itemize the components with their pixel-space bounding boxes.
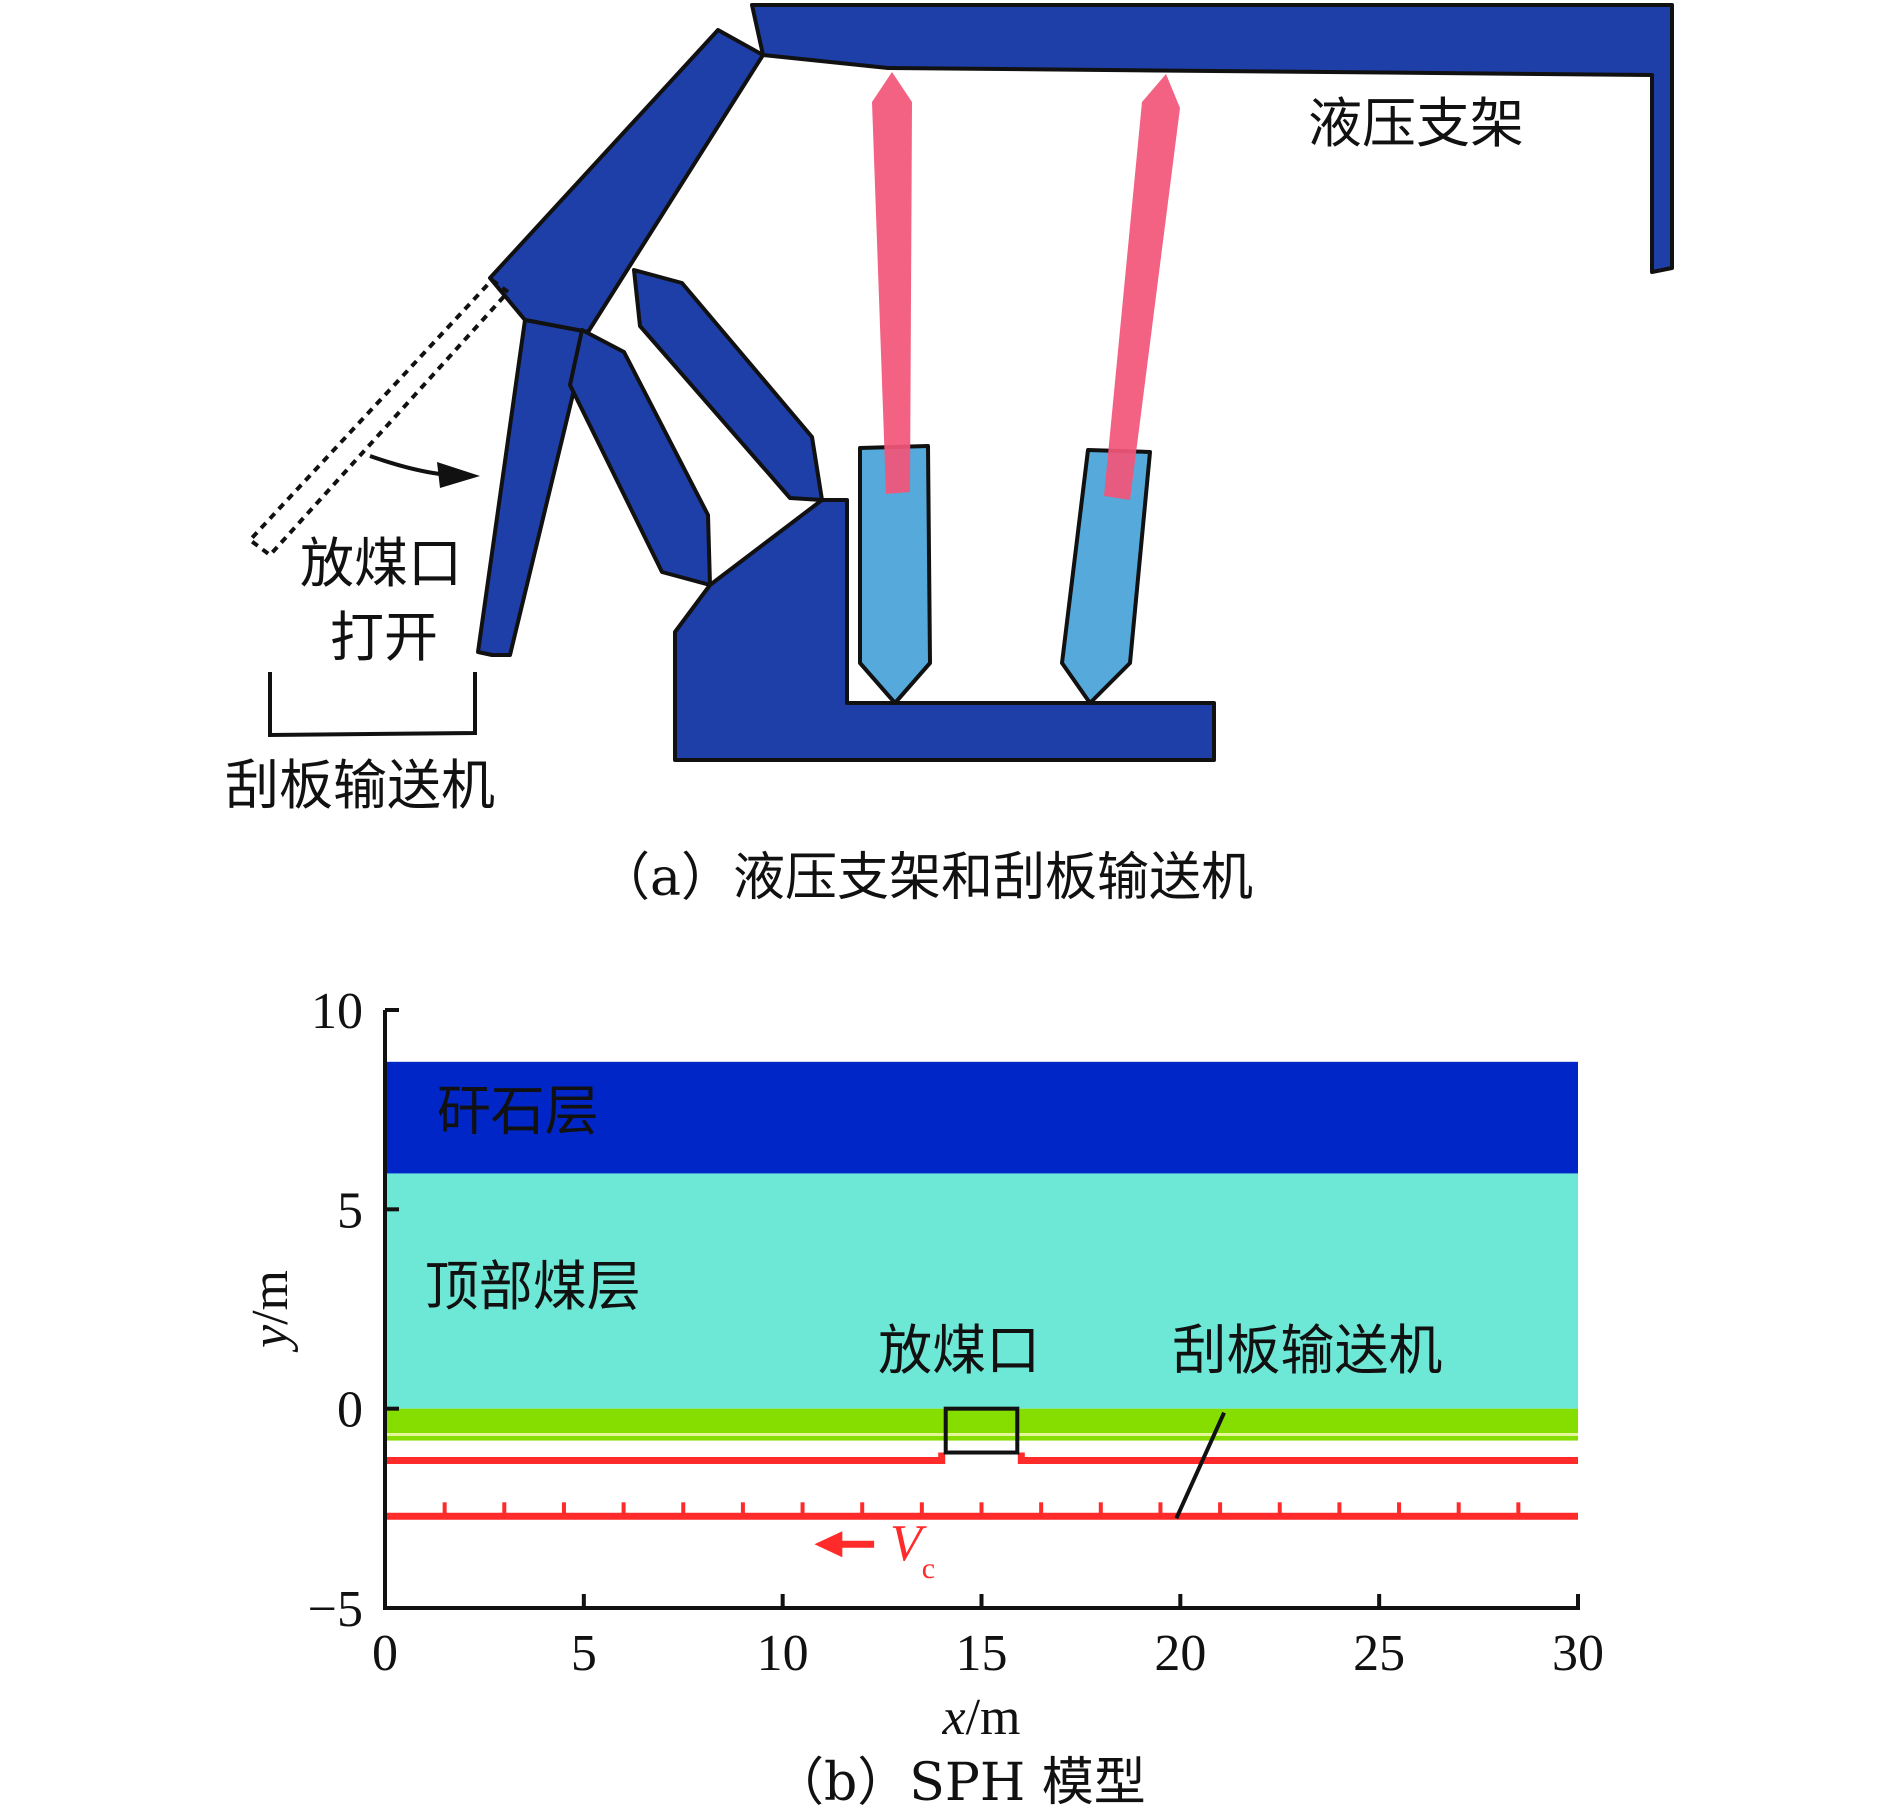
x-tick-label: 20 (1154, 1625, 1206, 1682)
label-hydraulic-support: 液压支架 (1308, 92, 1524, 155)
velocity-arrow (814, 1531, 875, 1558)
label-gangue-layer: 矸石层 (437, 1080, 599, 1143)
conveyor-upper-line (385, 1452, 1578, 1464)
label-outlet: 放煤口 (878, 1319, 1040, 1382)
x-tick-label: 0 (372, 1625, 398, 1682)
y-axis-var: y (242, 1324, 299, 1353)
open-outlet-outline (247, 277, 511, 558)
y-axis-unit: /m (242, 1270, 299, 1325)
label-outlet-open-line1: 放煤口 (300, 532, 462, 595)
arrow-head (437, 462, 480, 488)
top-coal-layer (385, 1173, 1578, 1409)
label-outlet-open-line2: 打开 (330, 606, 438, 669)
velocity-subscript: c (922, 1552, 935, 1585)
support-canopy (750, 3, 1674, 274)
x-tick-label: 25 (1353, 1625, 1405, 1682)
caption-a: （a）液压支架和刮板输送机 (598, 848, 1253, 908)
velocity-label: Vc (890, 1515, 935, 1585)
velocity-symbol: V (890, 1515, 927, 1572)
label-top-coal-layer: 顶部煤层 (425, 1255, 641, 1318)
support-tail-beam (476, 318, 590, 657)
panel-a: 液压支架 放煤口 打开 刮板输送机 （a）液压支架和刮板输送机 (225, 3, 1674, 908)
caption-b: （b）SPH 模型 (772, 1753, 1146, 1813)
support-shield-beam (488, 28, 765, 334)
label-scraper-conveyor: 刮板输送机 (225, 754, 495, 817)
velocity-arrow-head (814, 1531, 843, 1558)
x-tick-label: 10 (757, 1625, 809, 1682)
label-conveyor-b: 刮板输送机 (1172, 1319, 1442, 1382)
x-axis-var: x (942, 1689, 966, 1746)
y-tick-label: 5 (337, 1182, 363, 1239)
conveyor-scrapers (442, 1502, 1521, 1517)
outlet-box (943, 1406, 1020, 1455)
y-axis-title: y/m (242, 1270, 299, 1353)
hydraulic-cylinder-right (1060, 448, 1152, 705)
conveyor-pointer-line (1174, 1411, 1226, 1520)
y-tick-label: 10 (311, 983, 363, 1040)
x-tick-label: 5 (571, 1625, 597, 1682)
x-tick-label: 15 (956, 1625, 1008, 1682)
x-tick-label: 30 (1552, 1625, 1604, 1682)
hydraulic-ram-left (872, 72, 912, 494)
y-tick-label: 0 (337, 1382, 363, 1439)
y-tick-label: −5 (308, 1581, 363, 1638)
hydraulic-cylinder-left (858, 444, 932, 705)
outlet-rotation-arrow (369, 454, 441, 476)
support-base (673, 498, 1216, 762)
x-axis-title: x/m (942, 1689, 1021, 1746)
conveyor-bracket (268, 672, 477, 738)
gangue-layer (385, 1061, 1578, 1174)
x-axis-unit: /m (966, 1689, 1021, 1746)
hydraulic-ram-right (1104, 74, 1180, 500)
